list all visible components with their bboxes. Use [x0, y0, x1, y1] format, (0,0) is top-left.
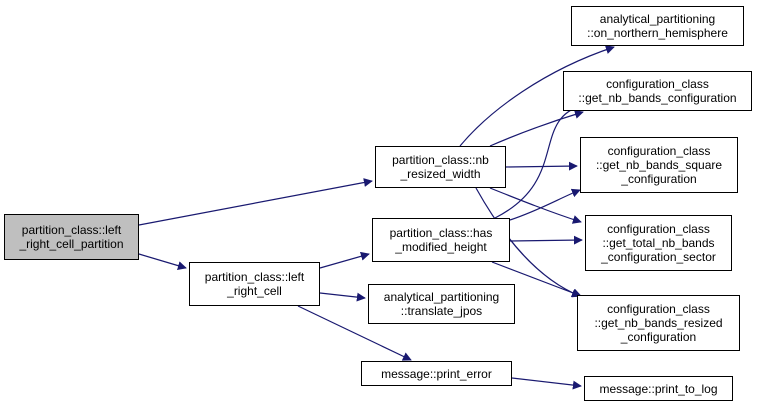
node-label-line: configuration_class	[607, 144, 711, 158]
edge-has-modified-height-to-get-total-nb-bands-configuration-sector	[509, 235, 583, 245]
edge-nb-resized-width-to-on-northern-hemisphere	[459, 45, 615, 147]
node-label-line: partition_class::left	[21, 223, 122, 237]
node-get-nb-bands-resized-configuration[interactable]: configuration_class ::get_nb_bands_resiz…	[577, 295, 740, 351]
edge-nb-resized-width-to-get-nb-bands-square-configuration	[505, 161, 578, 171]
edge-left-right-cell-to-translate-jpos	[319, 292, 366, 302]
edge-print-error-to-print-to-log	[511, 377, 582, 390]
node-left-right-cell-partition[interactable]: partition_class::left _right_cell_partit…	[4, 214, 139, 260]
node-label-line: ::translate_jpos	[400, 304, 483, 318]
node-label-line: message::print_to_log	[599, 381, 718, 396]
node-label-line: ::on_northern_hemisphere	[587, 26, 728, 40]
edge-left-right-cell-to-print-error	[297, 305, 412, 361]
node-label-line: _resized_width	[400, 167, 481, 181]
edge-nb-resized-width-to-get-nb-bands-configuration	[489, 110, 584, 147]
node-label-line: configuration_class	[607, 222, 710, 236]
edge-has-modified-height-to-get-nb-bands-resized-configuration	[491, 261, 582, 298]
node-label-line: configuration_class	[607, 302, 710, 316]
node-label-line: _configuration	[621, 172, 697, 186]
edge-nb-resized-width-to-get-nb-bands-resized-configuration	[475, 187, 581, 298]
node-label-line: _configuration_sector	[601, 250, 716, 264]
node-label-line: analytical_partitioning	[383, 290, 500, 304]
node-get-nb-bands-square-configuration[interactable]: configuration_class ::get_nb_bands_squar…	[580, 137, 738, 193]
node-label-line: _right_cell_partition	[19, 237, 124, 251]
node-label-line: analytical_partitioning	[599, 12, 716, 26]
node-has-modified-height[interactable]: partition_class::has _modified_height	[372, 218, 510, 262]
node-label-line: partition_class::has	[389, 226, 493, 240]
node-print-to-log[interactable]: message::print_to_log	[584, 376, 733, 401]
node-label-line: _right_cell	[227, 284, 282, 298]
node-get-total-nb-bands-configuration-sector[interactable]: configuration_class ::get_total_nb_bands…	[585, 215, 732, 271]
node-label-line: ::get_nb_bands_square	[595, 158, 723, 172]
node-label-line: ::get_total_nb_bands	[602, 236, 715, 250]
node-label-line: message::print_error	[381, 366, 492, 381]
edge-nb-resized-width-to-get-total-nb-bands-configuration-sector	[489, 187, 582, 224]
edge-root-to-left-right-cell	[138, 253, 187, 271]
edge-has-modified-height-to-get-nb-bands-square-configuration	[509, 188, 581, 221]
edge-has-modified-height-to-get-nb-bands-configuration	[494, 102, 584, 219]
node-on-northern-hemisphere[interactable]: analytical_partitioning ::on_northern_he…	[571, 6, 744, 46]
node-nb-resized-width[interactable]: partition_class::nb _resized_width	[375, 146, 506, 188]
node-print-error[interactable]: message::print_error	[361, 361, 512, 386]
node-left-right-cell[interactable]: partition_class::left _right_cell	[189, 262, 320, 306]
node-label-line: ::get_nb_bands_resized	[594, 316, 723, 330]
edge-root-to-nb-resized-width	[138, 178, 373, 226]
node-label-line: partition_class::nb	[392, 153, 489, 167]
node-label-line: partition_class::left	[204, 270, 305, 284]
node-label-line: configuration_class	[606, 77, 709, 91]
node-get-nb-bands-configuration[interactable]: configuration_class ::get_nb_bands_confi…	[563, 71, 752, 111]
node-label-line: _modified_height	[395, 240, 487, 254]
node-label-line: _configuration	[620, 330, 697, 344]
node-label-line: ::get_nb_bands_configuration	[578, 91, 737, 105]
node-translate-jpos[interactable]: analytical_partitioning ::translate_jpos	[368, 284, 515, 324]
edge-left-right-cell-to-has-modified-height	[319, 251, 370, 269]
